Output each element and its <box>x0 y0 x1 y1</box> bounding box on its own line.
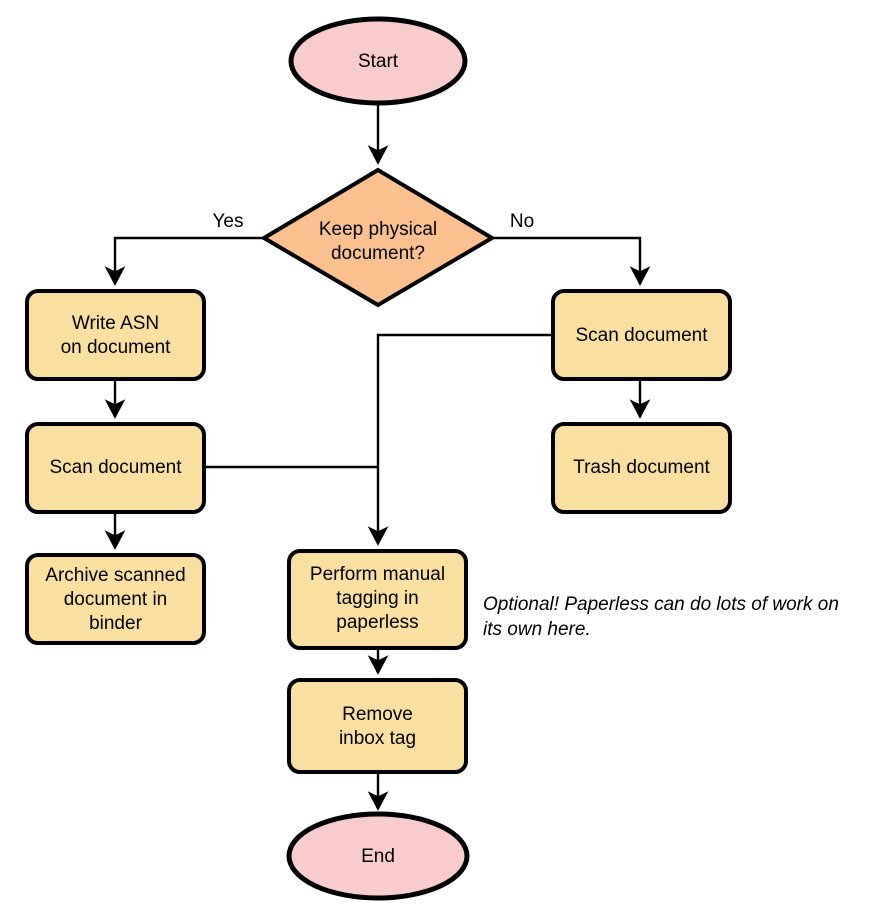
archive-box-shape <box>25 553 206 645</box>
remove-inbox-box-shape <box>287 678 468 774</box>
end-label: End <box>361 846 395 867</box>
annotation-line1: Optional! Paperless can do lots of work … <box>483 594 839 615</box>
node-scan-document-left[interactable]: Scan document <box>25 422 206 514</box>
start-ellipse-shape <box>288 16 468 106</box>
scan-document-left-label: Scan document <box>49 457 182 478</box>
archive-label-line1: Archive scanned <box>45 565 185 586</box>
remove-inbox-label-line1: Remove <box>342 704 413 725</box>
trash-document-box-shape <box>551 422 732 514</box>
annotation-line2: its own here. <box>483 619 591 640</box>
tagging-label-line1: Perform manual <box>310 564 445 585</box>
node-archive-scanned-document[interactable]: Archive scanned document in binder <box>25 553 206 645</box>
edge-label-no: No <box>510 211 534 232</box>
tagging-label-line2: tagging in <box>336 588 418 609</box>
node-start[interactable]: Start <box>288 16 468 106</box>
archive-label-line3: binder <box>89 613 142 634</box>
remove-inbox-label-line2: inbox tag <box>339 728 416 749</box>
tagging-box-shape <box>287 549 468 650</box>
trash-document-label: Trash document <box>573 457 710 478</box>
edge-decision-to-scan-right <box>492 236 651 286</box>
scan-document-left-box-shape <box>25 422 206 514</box>
node-remove-inbox-tag[interactable]: Remove inbox tag <box>287 678 468 774</box>
node-end[interactable]: End <box>286 811 470 901</box>
scan-document-right-box-shape <box>551 289 732 381</box>
decision-label-line1: Keep physical <box>319 219 437 240</box>
node-scan-document-right[interactable]: Scan document <box>551 289 732 381</box>
node-decision-keep-physical-document[interactable]: Keep physical document? <box>260 167 496 308</box>
edges-layer <box>104 104 651 811</box>
archive-label-line2: document in <box>64 589 168 610</box>
tagging-label-line3: paperless <box>336 612 418 633</box>
edge-label-yes: Yes <box>213 211 244 232</box>
start-label: Start <box>358 51 399 72</box>
write-asn-label-line2: on document <box>61 337 172 358</box>
node-write-asn-on-document[interactable]: Write ASN on document <box>25 289 206 381</box>
decision-label-line2: document? <box>331 243 425 264</box>
write-asn-label-line1: Write ASN <box>72 313 159 334</box>
annotation-optional-paperless: Optional! Paperless can do lots of work … <box>483 594 839 640</box>
scan-document-right-label: Scan document <box>575 325 708 346</box>
edge-decision-to-write-asn <box>104 236 263 286</box>
node-perform-manual-tagging[interactable]: Perform manual tagging in paperless <box>287 549 468 650</box>
end-ellipse-shape <box>286 811 470 901</box>
node-trash-document[interactable]: Trash document <box>551 422 732 514</box>
decision-diamond-shape <box>260 167 496 308</box>
edge-scan-right-to-tagging <box>367 333 553 546</box>
write-asn-box-shape <box>25 289 206 381</box>
edge-labels-layer: Yes No <box>213 211 535 232</box>
